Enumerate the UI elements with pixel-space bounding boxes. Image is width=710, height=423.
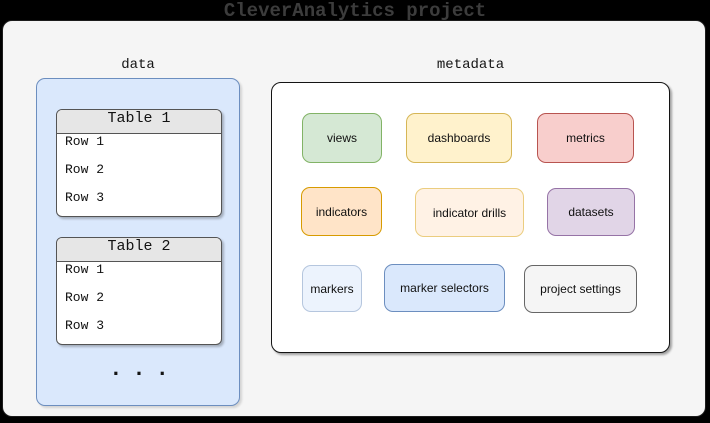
node-label: datasets [568, 205, 614, 219]
table-1-title: Table 1 [57, 110, 221, 134]
node-label: marker selectors [400, 281, 489, 295]
node-markers[interactable]: markers [302, 265, 362, 312]
node-label: markers [310, 281, 354, 296]
window-title-bar: CleverAnalytics project [0, 0, 710, 22]
table-row: Row 3 [65, 318, 105, 333]
table-1-node[interactable]: Table 1 Row 1 Row 2 Row 3 [56, 109, 222, 217]
table-row: Row 1 [65, 262, 105, 277]
node-label: indicators [315, 204, 368, 219]
node-label: views [326, 131, 357, 145]
node-datasets[interactable]: datasets [547, 188, 635, 236]
node-views[interactable]: views [302, 113, 382, 163]
table-2-title: Table 2 [57, 238, 221, 262]
node-indicators[interactable]: indicators [301, 187, 382, 236]
node-label: dashboards [427, 131, 491, 145]
node-indicator-drills[interactable]: indicator drills [415, 188, 524, 237]
metadata-group-label: metadata [436, 57, 505, 73]
node-metrics[interactable]: metrics [537, 113, 634, 163]
table-row: Row 3 [65, 190, 105, 205]
diagram-canvas: data Table 1 Row 1 Row 2 Row 3 Table 2 R… [2, 20, 706, 417]
data-group-container[interactable]: Table 1 Row 1 Row 2 Row 3 Table 2 Row 1 … [36, 78, 240, 406]
node-label: project settings [540, 282, 621, 296]
metadata-group-container[interactable]: views dashboards metrics indicators indi… [271, 82, 670, 353]
node-project-settings[interactable]: project settings [524, 265, 637, 313]
node-marker-selectors[interactable]: marker selectors [384, 264, 505, 312]
window-title: CleverAnalytics project [223, 0, 487, 22]
node-label: indicator drills [432, 205, 507, 220]
table-row: Row 2 [65, 162, 105, 177]
node-label: metrics [566, 131, 605, 145]
table-row: Row 1 [65, 134, 105, 149]
more-tables-ellipsis: ... [109, 356, 179, 382]
table-row: Row 2 [65, 290, 105, 305]
node-dashboards[interactable]: dashboards [406, 113, 512, 163]
data-group-label: data [121, 57, 155, 73]
table-2-node[interactable]: Table 2 Row 1 Row 2 Row 3 [56, 237, 222, 345]
